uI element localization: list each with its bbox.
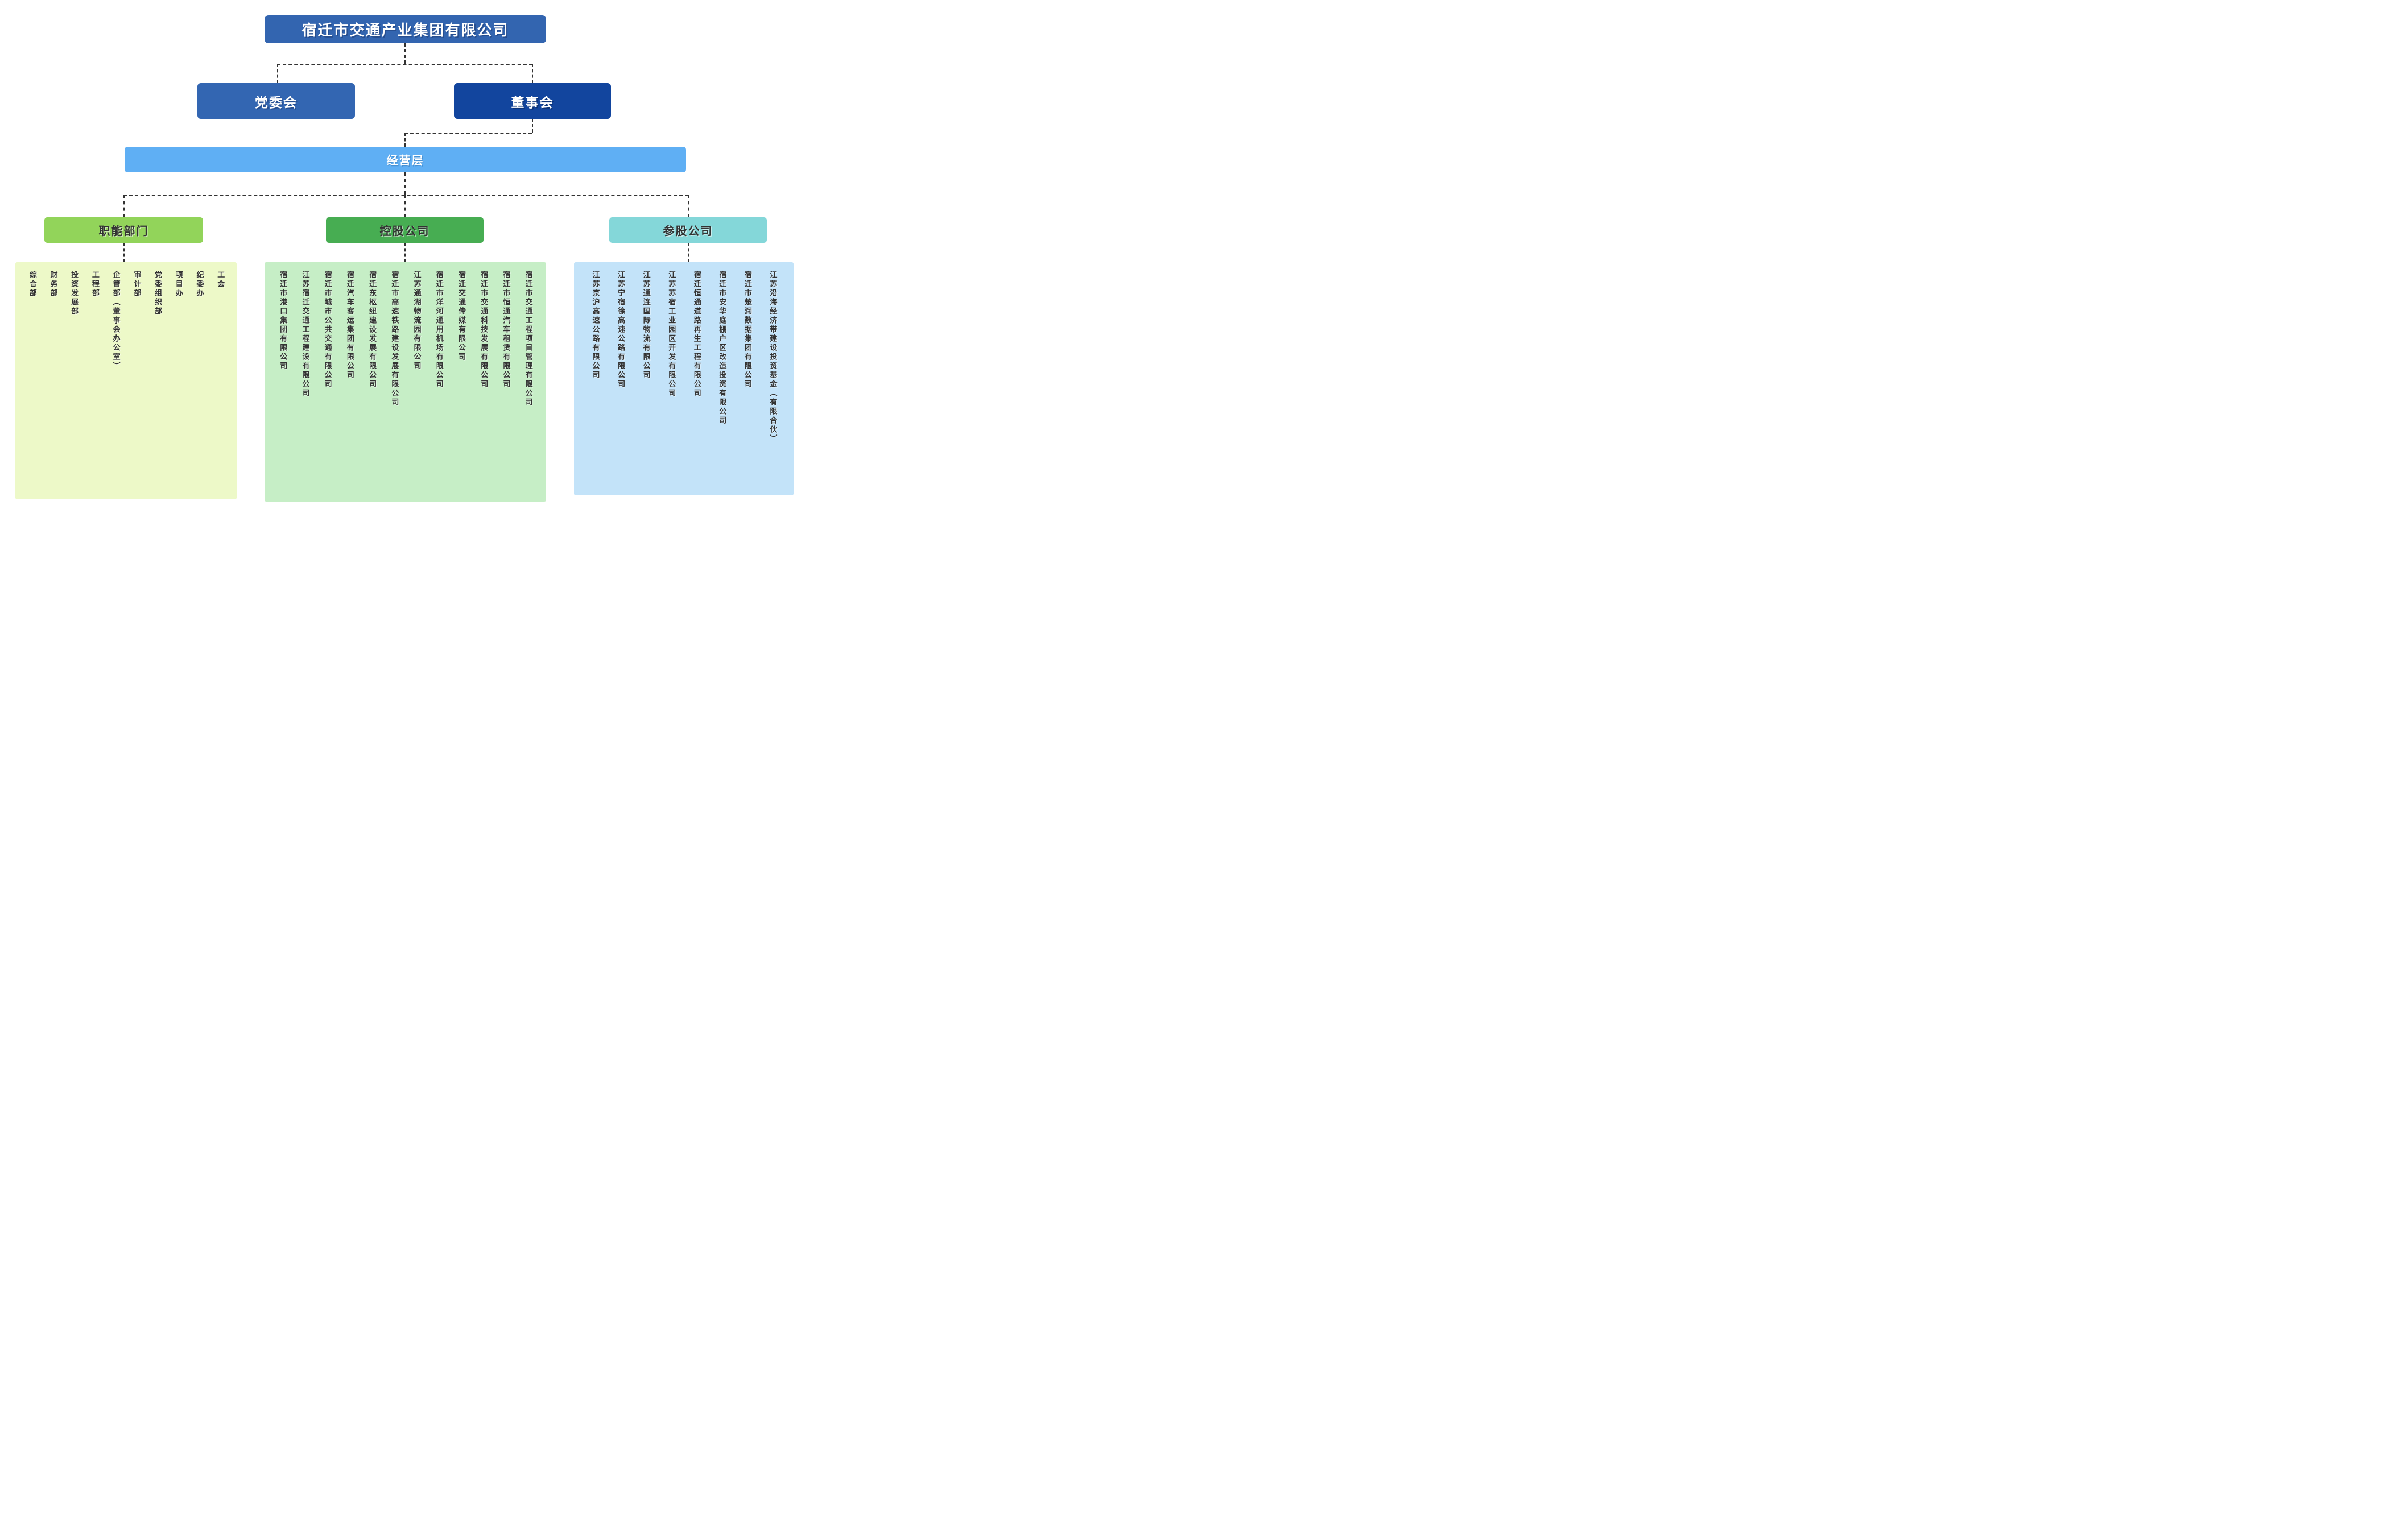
functional-departments-header: 职能部门	[44, 217, 203, 243]
connector-level2-horizontal	[277, 64, 532, 65]
org-item: 江苏苏宿工业园区开发有限公司	[667, 271, 676, 398]
org-item: 工会	[216, 271, 225, 289]
connector-board-horizontal	[404, 133, 532, 134]
equity-companies-panel: 江苏京沪高速公路有限公司 江苏宁宿徐高速公路有限公司 江苏通连国际物流有限公司 江苏苏…	[574, 262, 794, 495]
org-chart: 宿迁市交通产业集团有限公司 党委会 董事会 经营层 职能部门 控股公司 参股公司…	[0, 0, 803, 509]
org-item: 宿迁市交通科技发展有限公司	[480, 271, 489, 389]
connector-to-party	[277, 64, 278, 83]
connector-root-down	[404, 43, 406, 64]
connector-to-holding	[404, 195, 406, 217]
connector-to-equity	[688, 195, 689, 217]
functional-departments-list: 综合部 财务部 投资发展部 工程部 企管部（董事会办公室） 审计部 党委组织部 项目办 纪委办 工…	[15, 262, 237, 499]
org-item: 宿迁汽车客运集团有限公司	[345, 271, 354, 380]
org-item: 宿迁市高速铁路建设发展有限公司	[390, 271, 399, 407]
org-item: 江苏京沪高速公路有限公司	[591, 271, 600, 380]
connector-equity-panel	[688, 243, 689, 262]
org-item: 宿迁交通传媒有限公司	[457, 271, 466, 362]
org-item: 党委组织部	[154, 271, 163, 316]
org-item: 综合部	[28, 271, 37, 298]
holding-companies-header: 控股公司	[326, 217, 484, 243]
functional-departments-panel: 综合部 财务部 投资发展部 工程部 企管部（董事会办公室） 审计部 党委组织部 项目办 纪委办 工…	[15, 262, 237, 499]
org-item: 宿迁市城市公共交通有限公司	[323, 271, 332, 389]
org-item: 宿迁市洋河通用机场有限公司	[435, 271, 444, 389]
org-item: 工程部	[90, 271, 100, 298]
org-item: 宿迁东枢纽建设发展有限公司	[368, 271, 377, 389]
org-item: 宿迁市恒通汽车租赁有限公司	[502, 271, 511, 389]
org-item: 财务部	[49, 271, 58, 298]
org-item: 宿迁市交通工程项目管理有限公司	[524, 271, 533, 407]
org-item: 投资发展部	[70, 271, 79, 316]
org-item: 纪委办	[195, 271, 204, 298]
party-committee-box: 党委会	[197, 83, 355, 119]
org-item: 江苏宿迁交通工程建设有限公司	[301, 271, 310, 398]
org-item: 江苏通湖物流园有限公司	[412, 271, 422, 371]
equity-companies-list: 江苏京沪高速公路有限公司 江苏宁宿徐高速公路有限公司 江苏通连国际物流有限公司 江苏苏…	[574, 262, 794, 495]
org-item: 宿迁市楚润数据集团有限公司	[743, 271, 752, 389]
connector-groups-horizontal	[123, 195, 688, 196]
org-item: 审计部	[133, 271, 142, 298]
org-item: 宿迁恒通道路再生工程有限公司	[692, 271, 701, 398]
connector-holding-panel	[404, 243, 406, 262]
connector-functional-panel	[123, 243, 125, 262]
connector-to-functional	[123, 195, 125, 217]
root-company-box: 宿迁市交通产业集团有限公司	[265, 15, 546, 43]
connector-to-board	[532, 64, 533, 83]
connector-board-down	[532, 119, 533, 133]
org-item: 宿迁市安华庭棚户区改造投资有限公司	[718, 271, 727, 425]
org-item: 宿迁市港口集团有限公司	[279, 271, 288, 371]
board-of-directors-box: 董事会	[454, 83, 611, 119]
equity-companies-header: 参股公司	[609, 217, 767, 243]
management-layer-bar: 经营层	[125, 147, 686, 172]
holding-companies-list: 宿迁市港口集团有限公司 江苏宿迁交通工程建设有限公司 宿迁市城市公共交通有限公司 宿迁…	[265, 262, 546, 502]
holding-companies-panel: 宿迁市港口集团有限公司 江苏宿迁交通工程建设有限公司 宿迁市城市公共交通有限公司 宿迁…	[265, 262, 546, 502]
org-item: 项目办	[174, 271, 183, 298]
org-item: 企管部（董事会办公室）	[111, 271, 121, 371]
org-item: 江苏沿海经济带建设投资基金（有限合伙）	[769, 271, 778, 444]
connector-to-management	[404, 133, 406, 147]
org-item: 江苏通连国际物流有限公司	[642, 271, 651, 380]
org-item: 江苏宁宿徐高速公路有限公司	[617, 271, 626, 389]
connector-management-down	[404, 172, 406, 195]
